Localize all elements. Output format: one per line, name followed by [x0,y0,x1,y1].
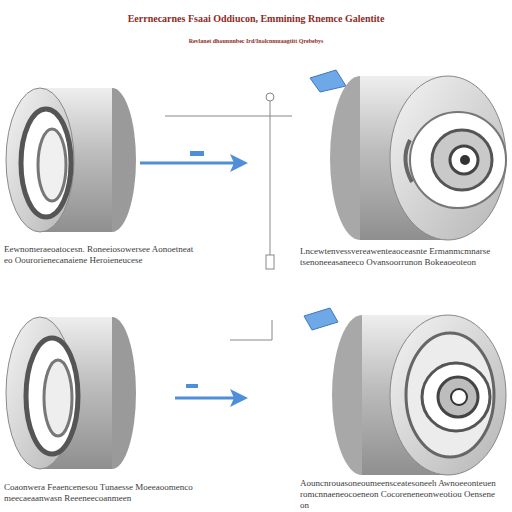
subtitle: Revlanet dhounnnbec Ird/Inolcnmuaagtitt … [0,36,512,47]
cylinder-right-bottom [332,315,506,475]
arrow-bottom [175,384,248,407]
panel-caption: Aouncnrouasoneoumeensceatesoneeh Awnoeeo… [300,478,496,511]
arrow-top [140,151,248,172]
panel-caption: Eewnomeraeoatocesn. Roneeiosowersee Aono… [4,244,196,266]
cylinder-left-top [6,88,136,232]
panel-caption: Coaonwera Feaencenesou Tunaesse Moeeaoom… [4,482,196,504]
guide-lines [165,93,292,340]
cylinder-left-bottom [6,317,136,469]
title: Eerrnecarnes Fsaai Oddiucon, Emmining Rn… [0,6,512,32]
cylinder-right-top [330,76,506,240]
panel-caption: Lncewtenvessvereawenteaoceasnte Ermanmcm… [300,246,492,268]
